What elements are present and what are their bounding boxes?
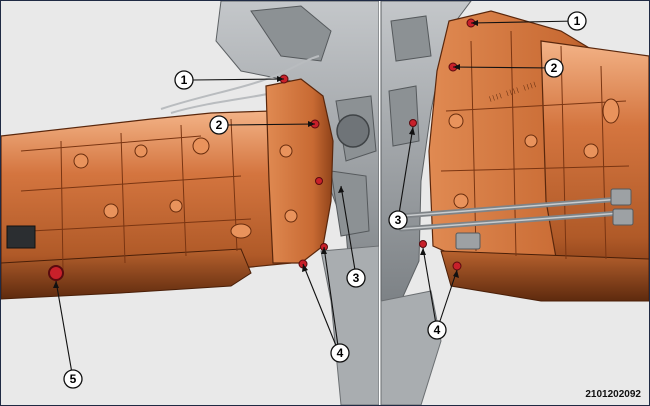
callouts-right: 1 2 3 4 <box>388 11 587 340</box>
oil-pan-right <box>440 250 649 302</box>
figure-id: 2101202092 <box>585 389 641 400</box>
callout-bubble: 1 <box>174 70 194 90</box>
callout-leaders <box>55 20 578 380</box>
transmission-case-right <box>540 40 649 287</box>
callout-bubble: 4 <box>427 320 447 340</box>
fastener-markers-right <box>409 18 476 271</box>
callout-label: 5 <box>70 372 77 386</box>
callout-label: 4 <box>434 323 441 337</box>
callout-bubble: 3 <box>346 268 366 288</box>
callouts-left: 1 2 3 4 5 <box>63 70 366 389</box>
callout-bubble: 2 <box>544 58 564 78</box>
callout-bubble: 5 <box>63 369 83 389</box>
output-connector-left <box>6 225 36 249</box>
oil-pan-left <box>1 248 252 300</box>
engine-pulley-left <box>336 114 370 148</box>
callout-label: 2 <box>216 118 223 132</box>
case-bosses-right <box>448 98 620 209</box>
cooler-lines-right <box>398 196 624 232</box>
engine-lower-right <box>380 290 442 405</box>
callout-bubble: 1 <box>567 11 587 31</box>
callout-bubble: 4 <box>330 343 350 363</box>
leader-arrowheads <box>53 20 478 288</box>
callout-bubble: 3 <box>388 210 408 230</box>
panel-divider <box>379 1 381 405</box>
engine-lower-left <box>320 245 380 405</box>
case-bosses-left <box>73 137 298 239</box>
bell-housing-left <box>265 78 334 264</box>
callout-label: 3 <box>353 271 360 285</box>
left-view-panel <box>1 1 380 405</box>
line-fittings-right <box>455 188 634 250</box>
right-view-panel: |||| |||| |||| <box>380 1 649 405</box>
callout-label: 1 <box>181 73 188 87</box>
engine-detail-right <box>388 15 432 147</box>
case-ribs-left <box>20 118 252 272</box>
callout-bubble: 2 <box>209 115 229 135</box>
callout-label: 4 <box>337 346 344 360</box>
callout-label: 3 <box>395 213 402 227</box>
callout-label: 1 <box>574 14 581 28</box>
callout-label: 2 <box>551 61 558 75</box>
case-ribs-right <box>440 30 630 260</box>
